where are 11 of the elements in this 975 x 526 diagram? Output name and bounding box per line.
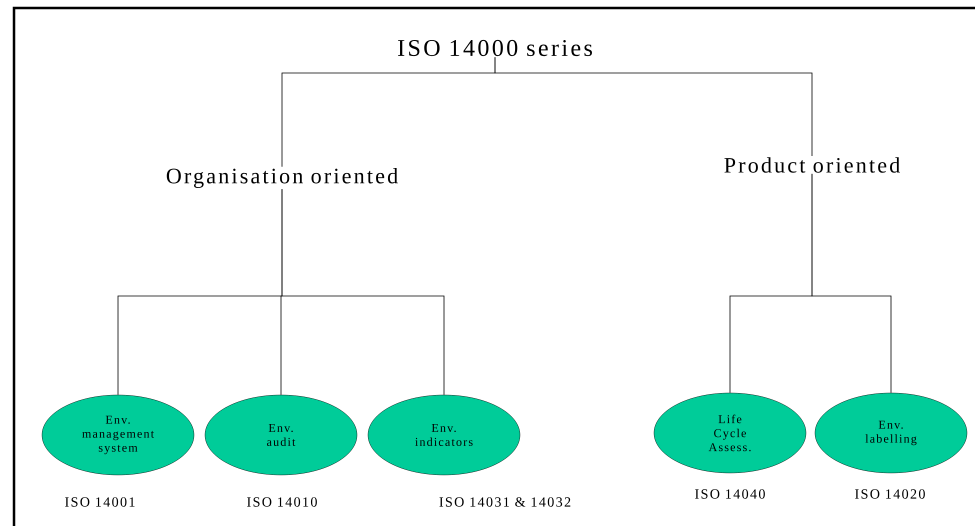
- standard-number: ISO 14031 & 14032: [439, 497, 570, 507]
- category-heading: ISO 14000 series: [398, 40, 592, 56]
- connector-line: [812, 174, 892, 394]
- connector-line: [282, 188, 444, 396]
- standard-number: ISO 14040: [695, 489, 765, 499]
- category-heading: Product oriented: [724, 157, 900, 173]
- standard-number: ISO 14001: [65, 497, 135, 507]
- connector-line: [494, 56, 812, 156]
- standard-number: ISO 14010: [247, 497, 317, 507]
- category-heading: Organisation oriented: [166, 168, 398, 188]
- standard-number: ISO 14020: [855, 489, 925, 499]
